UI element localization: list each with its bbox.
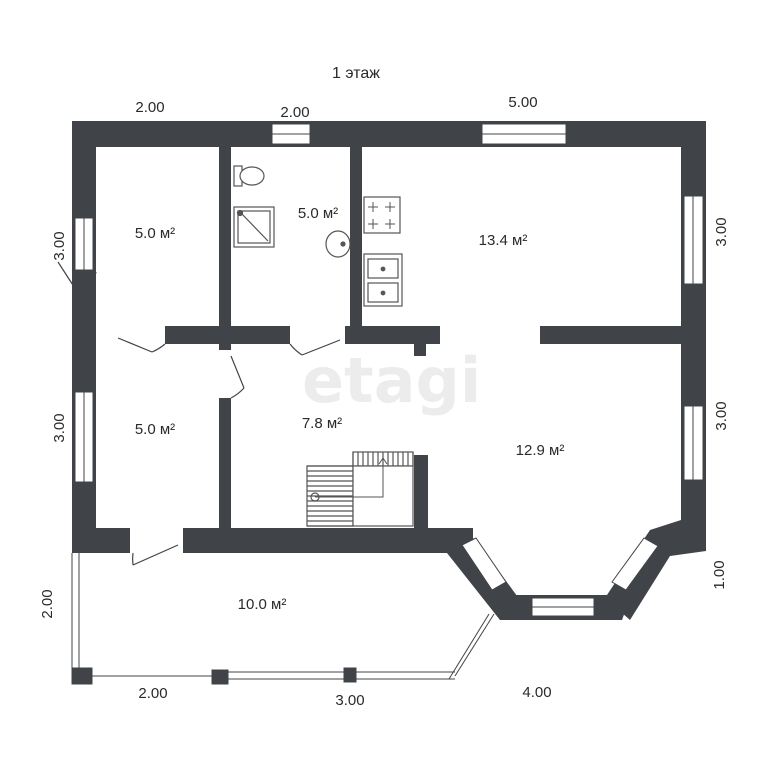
door-hall [230,355,245,399]
windows [74,123,704,617]
sink-icon [325,230,351,258]
doors [57,261,341,566]
room-hall-area: 7.8 м² [302,415,342,432]
dim-left-middle: 3.00 [51,413,68,442]
dim-top-middle: 2.00 [280,104,309,121]
wall-int-h0 [72,325,96,345]
wall-stair-side [414,455,428,553]
room-kitchen-area: 13.4 м² [479,232,528,249]
door-entrance-left [57,261,97,297]
room-bathroom-area: 5.0 м² [298,205,338,222]
dim-right-middle: 3.00 [713,401,730,430]
dimension-labels: 2.00 2.00 5.00 3.00 3.00 2.00 3.00 3.00 … [39,94,730,709]
window-right-2 [683,405,704,481]
window-bay-bottom [531,597,595,617]
dim-bottom-middle: 3.00 [335,692,364,709]
window-top-1 [271,123,311,145]
wall-int-v2 [350,121,362,344]
dim-top-right: 5.00 [508,94,537,111]
wall-bay-right [605,520,706,620]
terrace-railing [71,553,495,685]
room-labels: 5.0 м² 5.0 м² 13.4 м² 5.0 м² 7.8 м² 12.9… [135,205,565,613]
dim-right-lower: 1.00 [711,560,728,589]
dim-right-upper: 3.00 [713,217,730,246]
window-bay-left [461,537,507,591]
room-mid-left-area: 5.0 м² [135,421,175,438]
fixtures [233,165,414,527]
window-left-1 [74,217,94,271]
walls [72,121,706,620]
wall-int-v1c [219,398,231,553]
stove-icon [363,196,401,234]
window-left-2 [74,391,94,483]
window-bay-right [611,537,659,591]
dim-top-left: 2.00 [135,99,164,116]
door-room-mid-left [117,337,166,353]
room-terrace-area: 10.0 м² [238,596,287,613]
door-bathroom [289,339,341,356]
room-living-area: 12.9 м² [516,442,565,459]
staircase-icon [306,451,414,527]
dim-bottom-left: 2.00 [138,685,167,702]
room-top-left-area: 5.0 м² [135,225,175,242]
wall-bottom-left [72,528,130,553]
window-top-2 [481,123,567,145]
wall-int-h3 [540,326,706,344]
wall-top [72,121,706,147]
wall-int-stub [414,326,426,356]
dim-left-upper: 3.00 [51,231,68,260]
wall-int-v1 [219,121,231,344]
dim-left-lower: 2.00 [39,589,56,618]
door-terrace [131,544,179,566]
wall-int-v1b [219,344,231,350]
kitchen-sink-icon [363,253,403,307]
shower-icon [233,206,275,248]
window-right-1 [683,195,704,285]
watermark-text: etagi [302,344,481,417]
toilet-icon [233,165,265,187]
floor-title: 1 этаж [332,65,380,82]
dim-bottom-right: 4.00 [522,684,551,701]
